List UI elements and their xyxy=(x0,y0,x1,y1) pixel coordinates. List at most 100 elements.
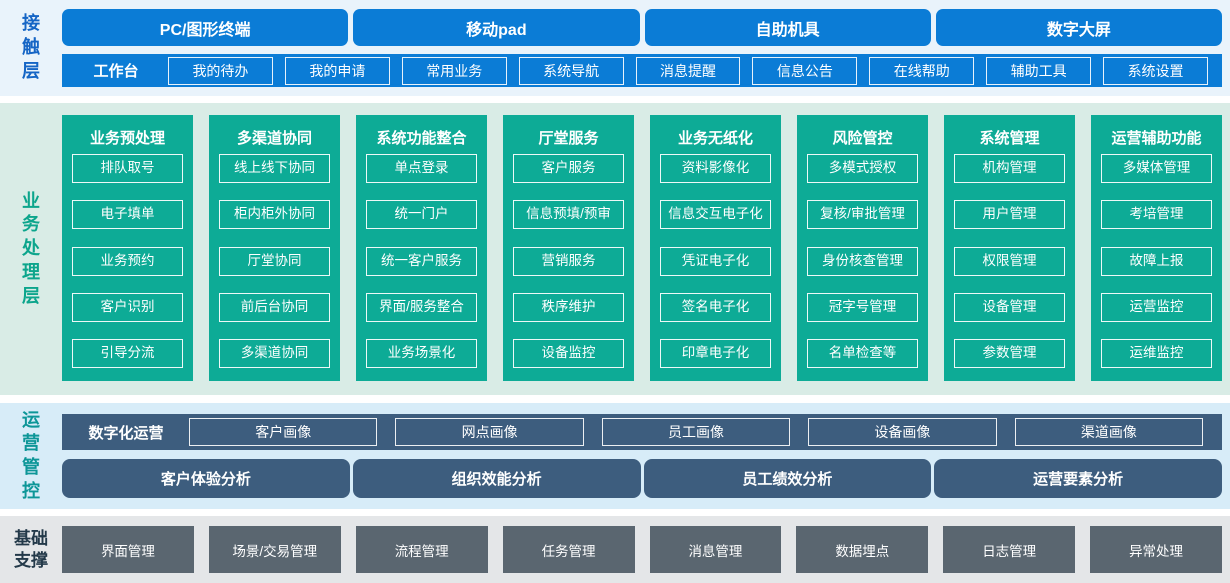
workbench-item[interactable]: 系统导航 xyxy=(518,56,624,85)
business-item[interactable]: 统一门户 xyxy=(366,200,477,230)
business-item[interactable]: 凭证电子化 xyxy=(660,246,771,276)
digital-operations-label: 数字化运营 xyxy=(88,424,164,442)
business-item[interactable]: 营销服务 xyxy=(513,246,624,276)
business-column-ops-aux: 运营辅助功能 多媒体管理考培管理故障上报运营监控运维监控 xyxy=(1091,115,1222,381)
business-item[interactable]: 业务预约 xyxy=(72,246,183,276)
workbench-item[interactable]: 在线帮助 xyxy=(869,56,975,85)
terminal-button[interactable]: 移动pad xyxy=(353,9,640,46)
business-item[interactable]: 界面/服务整合 xyxy=(366,292,477,322)
business-column-multichannel: 多渠道协同 线上线下协同柜内柜外协同厅堂协同前后台协同多渠道协同 xyxy=(209,115,340,381)
business-column-risk-control: 风险管控 多模式授权复核/审批管理身份核查管理冠字号管理名单检查等 xyxy=(797,115,928,381)
terminal-button[interactable]: 数字大屏 xyxy=(935,9,1222,46)
business-layer-label-text: 业务处理层 xyxy=(22,190,40,306)
workbench-item[interactable]: 辅助工具 xyxy=(986,56,1092,85)
operations-layer-label: 运营管控 xyxy=(0,403,62,509)
business-item[interactable]: 信息预填/预审 xyxy=(513,200,624,230)
business-item[interactable]: 单点登录 xyxy=(366,154,477,183)
digital-operations-bar: 数字化运营 客户画像网点画像员工画像设备画像渠道画像 xyxy=(62,414,1222,450)
analysis-button[interactable]: 运营要素分析 xyxy=(934,459,1222,498)
business-item[interactable]: 客户服务 xyxy=(513,154,624,183)
business-item[interactable]: 线上线下协同 xyxy=(219,154,330,183)
business-column-system-mgmt: 系统管理 机构管理用户管理权限管理设备管理参数管理 xyxy=(944,115,1075,381)
foundation-button[interactable]: 流程管理 xyxy=(355,526,488,573)
business-item[interactable]: 秩序维护 xyxy=(513,292,624,322)
business-item[interactable]: 业务场景化 xyxy=(366,339,477,368)
workbench-item[interactable]: 常用业务 xyxy=(401,56,507,85)
workbench-item[interactable]: 我的申请 xyxy=(284,56,390,85)
portrait-item[interactable]: 网点画像 xyxy=(395,418,584,446)
foundation-button[interactable]: 异常处理 xyxy=(1090,526,1222,573)
contact-layer-label: 接触层 xyxy=(0,0,62,96)
terminal-button[interactable]: PC/图形终端 xyxy=(62,9,349,46)
business-item[interactable]: 名单检查等 xyxy=(807,339,918,368)
foundation-layer-label-text: 基础支撑 xyxy=(14,529,48,570)
business-item[interactable]: 排队取号 xyxy=(72,154,183,183)
operations-content: 数字化运营 客户画像网点画像员工画像设备画像渠道画像 客户体验分析组织效能分析员… xyxy=(62,403,1230,509)
analysis-button[interactable]: 组织效能分析 xyxy=(352,459,641,498)
business-item[interactable]: 厅堂协同 xyxy=(219,246,330,276)
business-column-title: 系统功能整合 xyxy=(376,130,467,147)
business-item[interactable]: 冠字号管理 xyxy=(807,292,918,322)
business-column-title: 系统管理 xyxy=(979,130,1040,147)
business-column-paperless: 业务无纸化 资料影像化信息交互电子化凭证电子化签名电子化印章电子化 xyxy=(650,115,781,381)
foundation-button[interactable]: 消息管理 xyxy=(649,526,782,573)
terminal-button[interactable]: 自助机具 xyxy=(644,9,931,46)
business-item[interactable]: 统一客户服务 xyxy=(366,246,477,276)
business-item[interactable]: 设备管理 xyxy=(954,292,1065,322)
portrait-item[interactable]: 员工画像 xyxy=(601,418,791,446)
workbench-item[interactable]: 信息公告 xyxy=(752,56,858,85)
workbench-item[interactable]: 我的待办 xyxy=(168,56,273,85)
business-item[interactable]: 信息交互电子化 xyxy=(660,200,771,230)
business-item[interactable]: 故障上报 xyxy=(1101,246,1212,276)
portrait-item[interactable]: 渠道画像 xyxy=(1014,418,1204,446)
business-item[interactable]: 参数管理 xyxy=(954,339,1065,368)
business-item[interactable]: 设备监控 xyxy=(513,339,624,368)
foundation-button[interactable]: 任务管理 xyxy=(502,526,635,573)
business-item[interactable]: 多媒体管理 xyxy=(1101,154,1212,183)
analysis-button[interactable]: 员工绩效分析 xyxy=(643,459,932,498)
business-column-title: 业务无纸化 xyxy=(677,130,753,147)
business-item[interactable]: 引导分流 xyxy=(72,339,183,368)
business-column-items: 排队取号电子填单业务预约客户识别引导分流 xyxy=(72,154,183,368)
workbench-item[interactable]: 消息提醒 xyxy=(635,56,741,85)
operations-layer-label-text: 运营管控 xyxy=(22,409,40,501)
business-layer-label: 业务处理层 xyxy=(0,103,62,395)
workbench-bar: 工作台 我的待办我的申请常用业务系统导航消息提醒信息公告在线帮助辅助工具系统设置 xyxy=(62,54,1222,87)
business-item[interactable]: 多模式授权 xyxy=(807,154,918,183)
business-column-preprocess: 业务预处理 排队取号电子填单业务预约客户识别引导分流 xyxy=(62,115,193,381)
business-column-items: 机构管理用户管理权限管理设备管理参数管理 xyxy=(954,154,1065,368)
foundation-items: 界面管理场景/交易管理流程管理任务管理消息管理数据埋点日志管理异常处理 xyxy=(62,516,1230,583)
analysis-button[interactable]: 客户体验分析 xyxy=(62,459,350,498)
business-column-items: 多模式授权复核/审批管理身份核查管理冠字号管理名单检查等 xyxy=(807,154,918,368)
portrait-item[interactable]: 设备画像 xyxy=(808,418,997,446)
business-item[interactable]: 电子填单 xyxy=(72,200,183,230)
business-item[interactable]: 权限管理 xyxy=(954,246,1065,276)
business-item[interactable]: 柜内柜外协同 xyxy=(219,200,330,230)
business-item[interactable]: 多渠道协同 xyxy=(219,339,330,368)
business-item[interactable]: 机构管理 xyxy=(954,154,1065,183)
business-column-integration: 系统功能整合 单点登录统一门户统一客户服务界面/服务整合业务场景化 xyxy=(356,115,487,381)
business-item[interactable]: 印章电子化 xyxy=(660,339,771,368)
workbench-label: 工作台 xyxy=(93,63,139,80)
foundation-button[interactable]: 数据埋点 xyxy=(796,526,929,573)
business-item[interactable]: 复核/审批管理 xyxy=(807,200,918,230)
business-item[interactable]: 资料影像化 xyxy=(660,154,771,183)
business-column-lobby-service: 厅堂服务 客户服务信息预填/预审营销服务秩序维护设备监控 xyxy=(503,115,634,381)
foundation-button[interactable]: 日志管理 xyxy=(943,526,1076,573)
business-item[interactable]: 运营监控 xyxy=(1101,292,1212,322)
workbench-item[interactable]: 系统设置 xyxy=(1103,56,1209,85)
business-item[interactable]: 签名电子化 xyxy=(660,292,771,322)
business-item[interactable]: 用户管理 xyxy=(954,200,1065,230)
business-item[interactable]: 身份核查管理 xyxy=(807,246,918,276)
business-item[interactable]: 考培管理 xyxy=(1101,200,1212,230)
business-item[interactable]: 运维监控 xyxy=(1101,339,1212,368)
business-item[interactable]: 前后台协同 xyxy=(219,292,330,322)
business-column-title: 多渠道协同 xyxy=(236,130,312,147)
portrait-item[interactable]: 客户画像 xyxy=(189,418,378,446)
foundation-button[interactable]: 界面管理 xyxy=(62,526,194,573)
business-item[interactable]: 客户识别 xyxy=(72,292,183,322)
foundation-button[interactable]: 场景/交易管理 xyxy=(208,526,341,573)
digital-operations-items: 客户画像网点画像员工画像设备画像渠道画像 xyxy=(180,418,1212,446)
